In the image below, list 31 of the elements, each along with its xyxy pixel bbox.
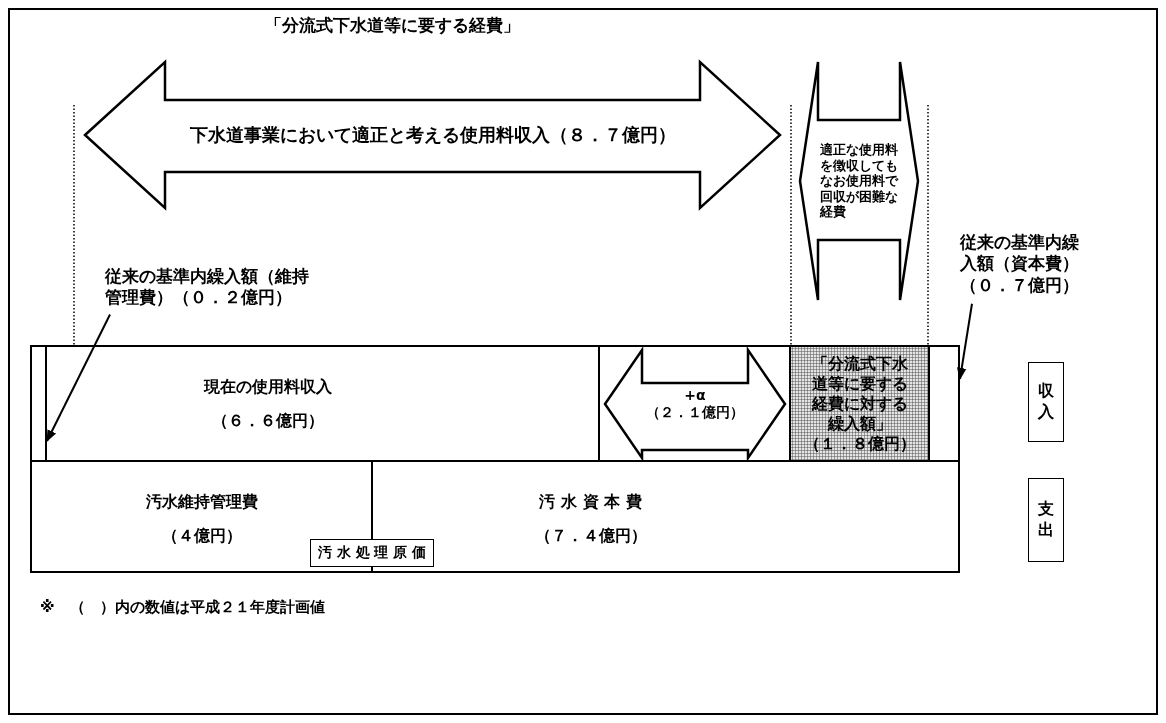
callout-text: 従来の基準内繰入額（維持管理費）（０．２億円） bbox=[105, 266, 317, 309]
label-text: 下水道事業において適正と考える使用料収入（８．７億円） bbox=[188, 123, 677, 147]
leader-arrow bbox=[46, 313, 111, 442]
amount-text: （６．６億円） bbox=[211, 410, 324, 431]
shaded-cell bbox=[789, 345, 930, 462]
amount-text: （１．８億円） bbox=[803, 433, 916, 454]
callout-text: 従来の基準内繰入額（資本費）（０．７億円） bbox=[960, 232, 1082, 296]
heading-text: 現在の使用料収入 bbox=[203, 376, 332, 397]
label-text: 適正な使用料を徴収してもなお使用料で回収が困難な経費 bbox=[819, 141, 899, 221]
leader-arrow bbox=[956, 302, 973, 380]
diagram-title: 「分流式下水道等に要する経費」 bbox=[265, 14, 520, 37]
double-headed-banner bbox=[85, 62, 780, 208]
label-frame bbox=[1028, 478, 1064, 562]
vertical-text: 収入 bbox=[1038, 381, 1054, 423]
label-frame bbox=[1028, 362, 1064, 442]
amount-text: （７．４億円） bbox=[534, 526, 647, 546]
heading-text: 汚 水 資 本 費 bbox=[539, 492, 642, 512]
footnote-text: ※ （ ）内の数値は平成２１年度計画値 bbox=[40, 598, 325, 617]
table-cell bbox=[30, 345, 47, 462]
vertical-text: 支出 bbox=[1038, 499, 1054, 541]
label-text: 汚 水 処 理 原 価 bbox=[317, 544, 427, 562]
heading-text: 汚水維持管理費 bbox=[145, 492, 258, 512]
heading-text: 「分流式下水道等に要する経費に対する繰入額」 bbox=[810, 353, 909, 434]
table-cell bbox=[928, 345, 960, 462]
double-headed-banner bbox=[605, 350, 785, 458]
heading-text: +α bbox=[683, 386, 707, 404]
double-headed-banner bbox=[800, 62, 918, 300]
amount-text: （４億円） bbox=[161, 526, 242, 546]
label-frame bbox=[310, 539, 434, 567]
table-cell bbox=[371, 460, 960, 573]
amount-text: （２．１億円） bbox=[645, 404, 745, 422]
